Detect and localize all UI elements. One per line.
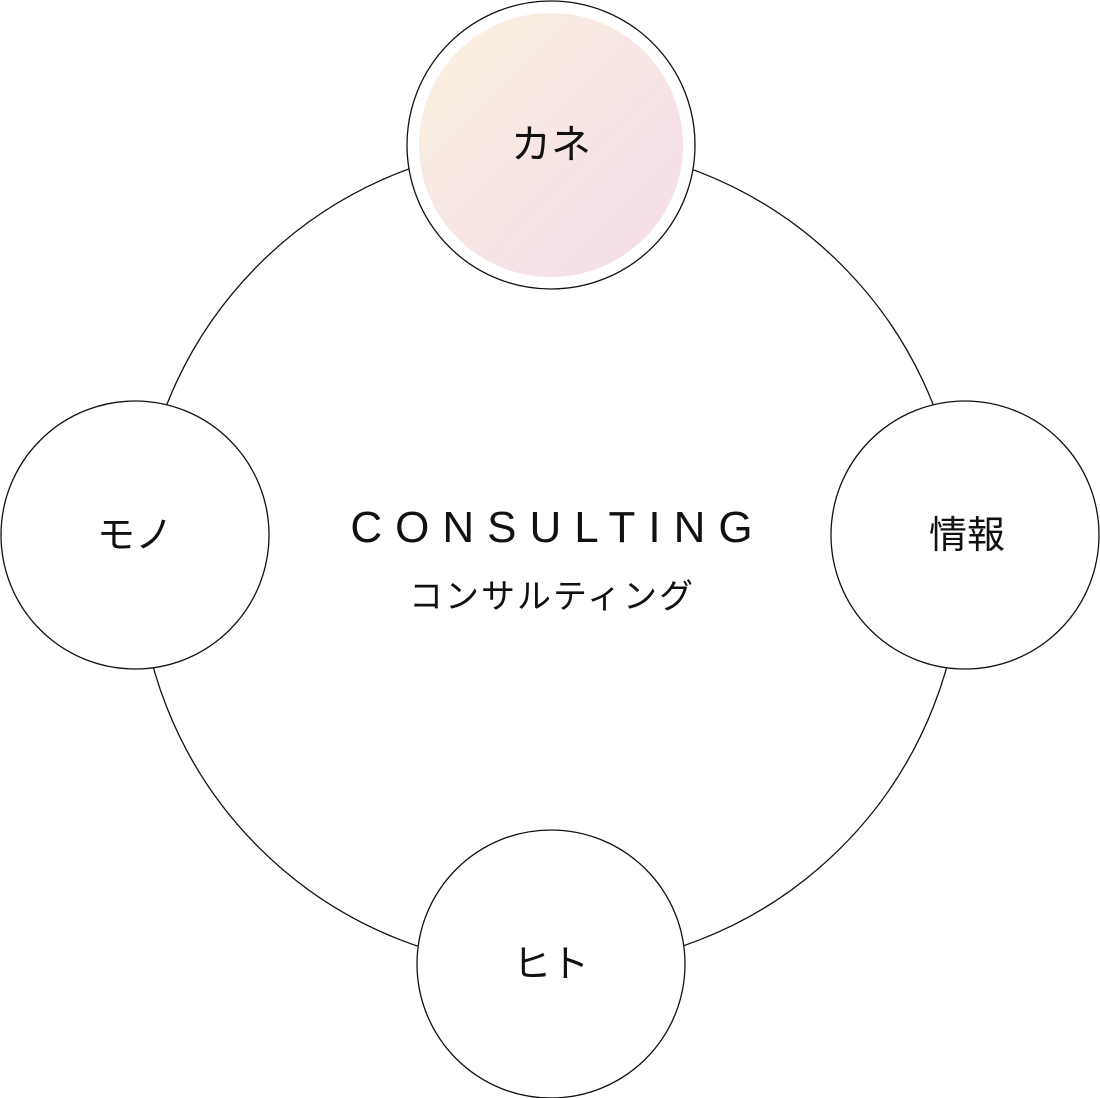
- node-label: ヒト: [513, 942, 589, 986]
- node-hito[interactable]: ヒト: [416, 829, 686, 1098]
- node-label: モノ: [97, 513, 173, 557]
- node-label: 情報: [929, 513, 1005, 557]
- center-title: CONSULTING: [350, 503, 765, 552]
- node-kane[interactable]: カネ: [406, 0, 696, 290]
- node-label: カネ: [511, 122, 591, 168]
- center-subtitle: コンサルティング: [409, 577, 695, 617]
- node-mono[interactable]: モノ: [0, 400, 270, 670]
- node-jouhou[interactable]: 情報: [830, 400, 1100, 670]
